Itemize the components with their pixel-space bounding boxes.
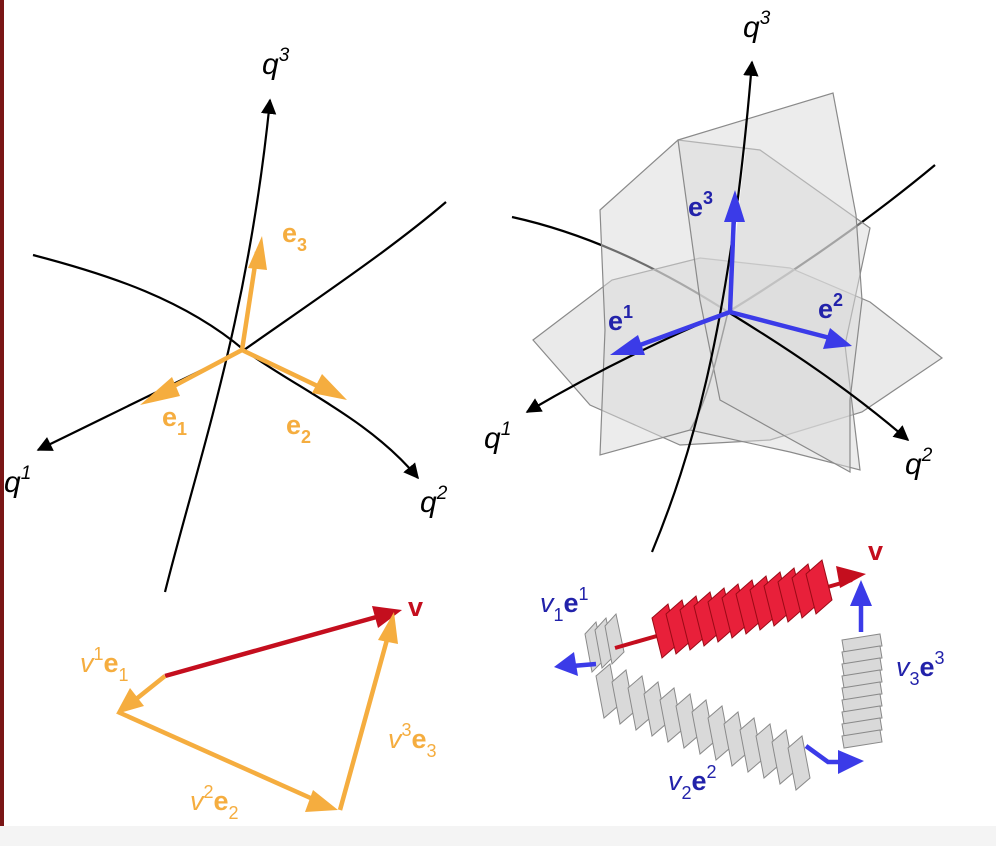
bottom-left-vector-sum: v v1e1 v3e3 v2e2 [80,592,437,823]
v2e2-label: v2e2 [190,782,239,823]
v1e1-vector [116,674,167,714]
q2-label-right: q2 [905,445,933,481]
left-edge-bar [0,0,4,846]
e1-dual-arrow-bottom [554,652,597,676]
e2-label-left: e2 [286,410,311,447]
v2e2-dual-label: v2e2 [668,762,717,803]
v1e1-label: v1e1 [80,644,129,685]
q3-curve-left [163,98,277,593]
v3e3-label: v3e3 [388,720,437,761]
e1-dual-label: e1 [608,302,633,336]
v3e3-dual-label: v3e3 [896,648,945,689]
e2-dual-label: e2 [818,290,843,324]
q2-curve-right [727,311,910,442]
bottom-right-vector-sum: v v1e1 v3e3 v2e2 [540,536,945,803]
v3e3-plane-stack [841,633,883,749]
e3-dual-arrow-bottom [850,580,872,632]
v1e1-plane-stack [584,612,625,674]
e3-dual-label: e3 [688,188,713,222]
left-coordinate-panel: q3 q1 q2 e3 e1 e2 [4,45,448,593]
bottom-strip [0,826,996,846]
e2-dual-vector-right [729,309,852,349]
e1-label-left: e1 [162,402,187,439]
q2-extension-left [243,201,447,351]
q1-label-left: q1 [4,463,31,499]
right-coordinate-panel: q3 q1 q2 e3 e1 e2 [484,8,944,553]
e2-vector-left [241,347,347,400]
q2-label-left: q2 [420,483,448,519]
v-vector-left [164,606,402,679]
v2e2-vector [117,709,338,812]
v1e1-dual-label: v1e1 [540,584,589,625]
v-label-left: v [408,592,423,622]
e2-dual-arrow-bottom [804,744,864,774]
v-plane-stack [614,559,866,659]
q3-label-right: q3 [743,8,771,44]
v-label-right: v [868,536,883,566]
e3-label-left: e3 [282,218,307,255]
q1-label-right: q1 [484,419,511,455]
v2e2-plane-stack [595,663,811,791]
q3-label-left: q3 [262,45,290,81]
e3-dual-vector-right [724,190,745,313]
e3-vector-left [239,236,267,351]
plane-q2q3 [677,92,863,474]
e1-vector-left [140,348,244,405]
v3e3-vector [337,612,398,811]
q3-curve-right [650,60,759,553]
e1-dual-vector-right [610,309,731,355]
